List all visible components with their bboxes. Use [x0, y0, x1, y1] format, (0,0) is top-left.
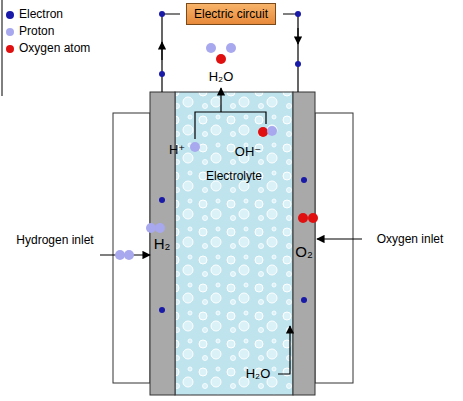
- water-label: H₂O: [246, 367, 271, 381]
- oxygen-arrow: [317, 238, 362, 239]
- wire: [162, 14, 180, 92]
- oxygen-dot: [258, 127, 268, 137]
- cathode-housing: [315, 113, 353, 383]
- water-out-arrow: [220, 88, 221, 112]
- inlet-label: Oxygen inlet: [377, 233, 444, 246]
- current-arrow: [297, 28, 298, 44]
- proton-dot: [146, 223, 156, 233]
- legend-entry: Electron: [6, 7, 63, 21]
- electron-dots: [159, 11, 307, 313]
- proton-dot: [115, 250, 125, 260]
- frame-line: [2, 0, 3, 96]
- node-text: Electrolyte: [175, 169, 293, 183]
- legend-swatch: [6, 45, 14, 53]
- product-water-label: H₂O: [209, 70, 234, 84]
- legend-swatch: [6, 28, 14, 36]
- anode-housing: [113, 113, 150, 383]
- water-in-arrow: [278, 326, 290, 374]
- proton-dot: [155, 223, 165, 233]
- oxygen-dot: [308, 213, 318, 223]
- proton-dot: [226, 43, 236, 53]
- electrolyte-area: [175, 92, 293, 395]
- wire: [283, 14, 298, 92]
- proton-dot: [206, 43, 216, 53]
- proton-dot: [190, 142, 200, 152]
- legend-entry: Proton: [6, 24, 54, 38]
- legend-text: Electron: [19, 7, 63, 21]
- electrolyte-region: Electrolyte: [175, 92, 293, 395]
- legend-swatch: [6, 11, 14, 19]
- inlet-label: Hydrogen inlet: [16, 234, 93, 247]
- gas-label: H₂: [154, 236, 171, 253]
- ion-label: OH⁻: [235, 145, 261, 159]
- oxygen-dot: [298, 213, 308, 223]
- anode-plate: [150, 92, 175, 395]
- proton-dot: [267, 126, 277, 136]
- proton-dot: [124, 250, 134, 260]
- legend-entry: Oxygen atom: [6, 41, 90, 55]
- circuit-box: Electric circuit: [186, 3, 276, 25]
- cathode-plate: [293, 92, 315, 395]
- node-text: Electric circuit: [194, 7, 268, 21]
- current-arrow: [161, 42, 162, 60]
- legend-text: Oxygen atom: [19, 41, 90, 55]
- bracket: [195, 112, 266, 139]
- legend-text: Proton: [19, 24, 54, 38]
- gas-label: O₂: [295, 244, 313, 261]
- oxygen-dot: [216, 54, 226, 64]
- ion-label: H⁺: [169, 143, 185, 157]
